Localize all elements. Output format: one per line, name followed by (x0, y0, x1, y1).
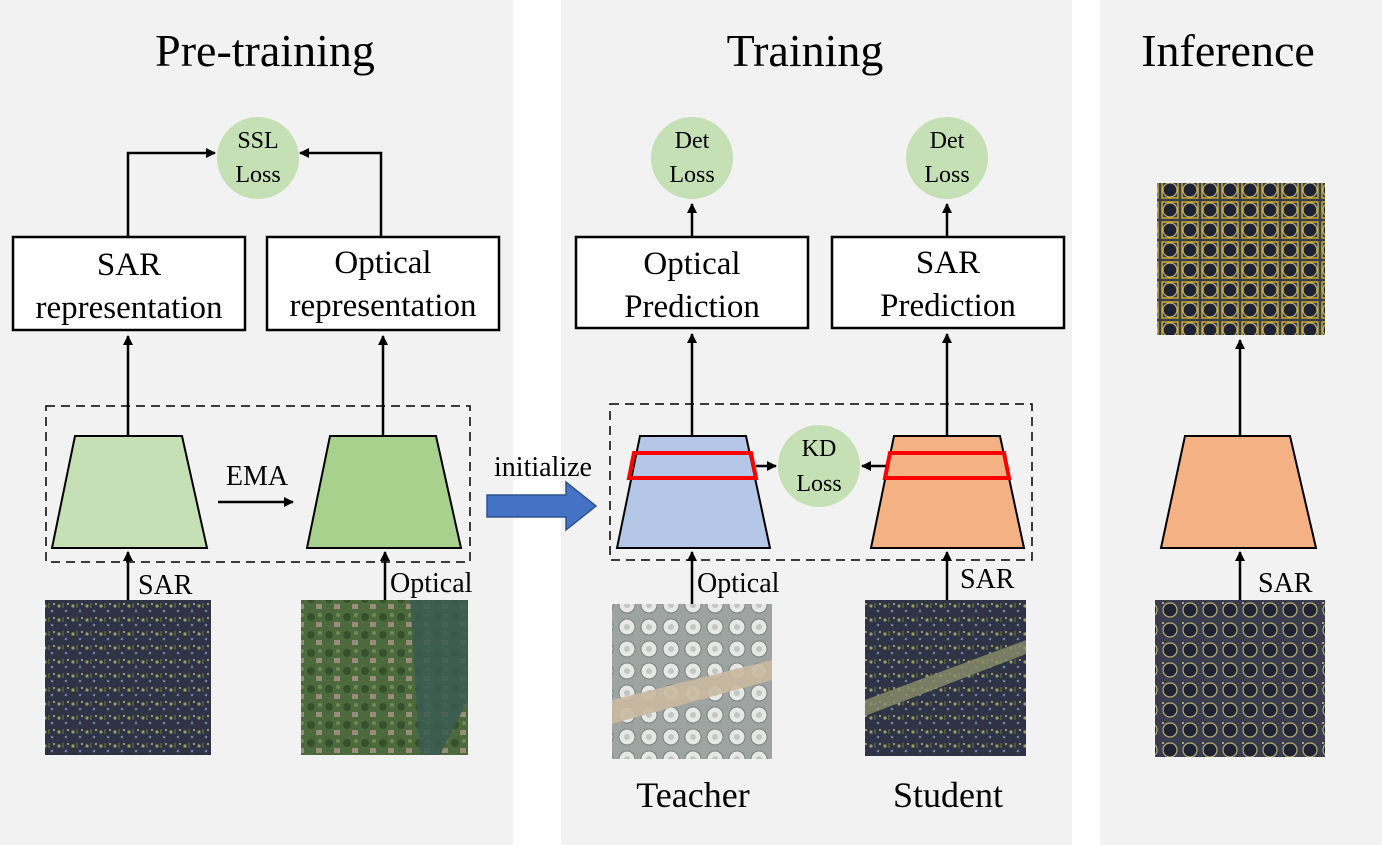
optical-input-waterway (410, 600, 468, 755)
sar-encoder (50, 435, 209, 549)
teacher-optical-label: Optical (697, 568, 780, 599)
training-dashed-group (609, 403, 1033, 561)
student-image-road (865, 640, 1026, 716)
sar-prediction-line1: SAR (916, 245, 980, 281)
optical-prediction-line2: Prediction (624, 289, 760, 325)
optical-encoder (305, 435, 463, 549)
teacher-label: Teacher (636, 775, 749, 815)
optical-representation-line2: representation (290, 288, 477, 324)
pretraining-title: Pre-training (155, 25, 375, 76)
inference-sar-label: SAR (1258, 568, 1313, 599)
ssl-loss-line2: Loss (235, 162, 280, 188)
kd-loss-line1: KD (802, 436, 837, 462)
teacher-feature-highlight (626, 451, 759, 480)
initialize-label: initialize (494, 452, 592, 483)
student-det-loss-circle (906, 117, 988, 199)
sar-prediction-line2: Prediction (880, 288, 1016, 324)
kd-loss-line2: Loss (796, 471, 841, 497)
student-sar-label: SAR (960, 564, 1015, 595)
optical-prediction-box (574, 235, 810, 330)
pretraining-dashed-group (45, 405, 471, 563)
sar-prediction-box (830, 235, 1066, 330)
optical-prediction-line1: Optical (643, 246, 740, 282)
inference-output-image (1157, 183, 1325, 335)
student-feature-highlight (882, 451, 1012, 480)
teacher-encoder (615, 435, 772, 549)
ssl-loss-line1: SSL (237, 128, 278, 154)
inference-encoder (1159, 435, 1318, 549)
optical-input-label: Optical (390, 568, 473, 599)
training-title: Training (727, 25, 884, 76)
sar-representation-box (11, 235, 247, 332)
teacher-det-loss-line1: Det (675, 128, 710, 154)
student-label: Student (893, 775, 1003, 815)
sar-to-ssl-arrow (126, 148, 216, 237)
teacher-image-road (612, 660, 772, 724)
student-det-loss-line2: Loss (924, 162, 969, 188)
ssl-loss-circle (217, 117, 299, 199)
teacher-det-loss-circle (651, 117, 733, 199)
optical-representation-box (265, 235, 501, 332)
sar-representation-line2: representation (36, 290, 223, 326)
sar-input-label: SAR (138, 570, 193, 601)
teacher-det-loss-line2: Loss (669, 162, 714, 188)
ema-label: EMA (226, 461, 289, 492)
kd-loss-circle (778, 425, 860, 507)
inference-title: Inference (1141, 25, 1315, 76)
optical-representation-line1: Optical (334, 245, 431, 281)
student-det-loss-line1: Det (930, 128, 965, 154)
initialize-arrow (486, 480, 598, 532)
inference-input-image (1155, 600, 1325, 757)
student-encoder (869, 435, 1026, 549)
optical-to-ssl-arrow (299, 148, 383, 237)
sar-input-image (45, 600, 211, 755)
sar-representation-line1: SAR (97, 247, 161, 283)
